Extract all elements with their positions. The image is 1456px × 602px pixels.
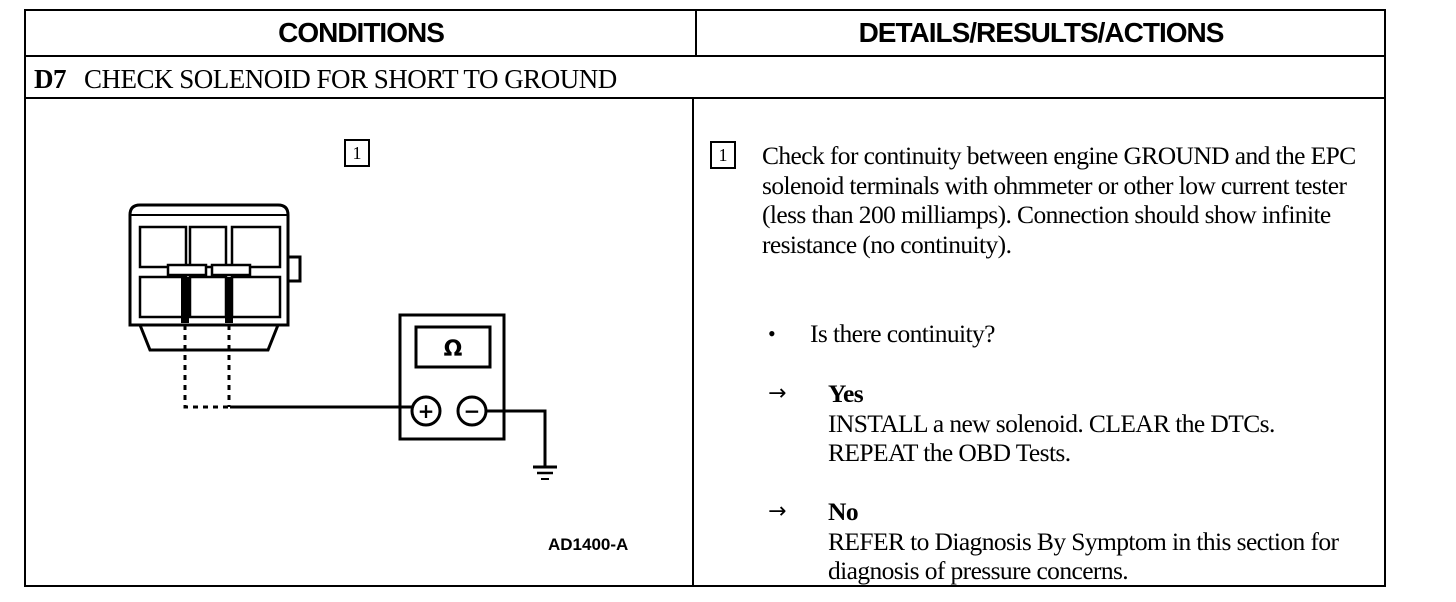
minus-terminal: − bbox=[464, 399, 481, 423]
probe-leads-dashed bbox=[183, 325, 231, 409]
step-title: CHECK SOLENOID FOR SHORT TO GROUND bbox=[84, 64, 617, 94]
yes-arrow-icon: → bbox=[768, 381, 787, 406]
test-probes bbox=[181, 277, 233, 323]
answer-yes-label: Yes bbox=[828, 379, 864, 408]
question-text: Is there continuity? bbox=[810, 319, 995, 348]
answer-yes: Yes INSTALL a new solenoid. CLEAR the DT… bbox=[828, 379, 1368, 468]
conditions-header: CONDITIONS bbox=[278, 17, 445, 48]
plus-terminal: + bbox=[418, 399, 435, 423]
body-divider bbox=[692, 97, 694, 585]
answer-yes-text: INSTALL a new solenoid. CLEAR the DTCs. … bbox=[828, 408, 1275, 468]
step-id: D7 bbox=[34, 64, 67, 94]
solenoid-ohmmeter-diagram: Ω + − bbox=[128, 203, 557, 480]
header-rule bbox=[26, 55, 1384, 57]
ohm-symbol: Ω bbox=[444, 337, 463, 362]
figure-label: AD1400-A bbox=[548, 535, 629, 554]
header-divider bbox=[695, 11, 697, 55]
instruction-text: Check for continuity between engine GROU… bbox=[762, 141, 1356, 259]
ohmmeter-icon: Ω + − bbox=[398, 313, 506, 441]
step-title-row: D7 CHECK SOLENOID FOR SHORT TO GROUND bbox=[34, 61, 617, 97]
figure-callout-box: 1 bbox=[344, 139, 370, 167]
step-rule bbox=[26, 97, 1384, 99]
details-header: DETAILS/RESULTS/ACTIONS bbox=[858, 17, 1225, 48]
details-callout-box: 1 bbox=[710, 141, 736, 169]
answer-no: No REFER to Diagnosis By Symptom in this… bbox=[828, 497, 1368, 586]
diagnostic-table: CONDITIONS DETAILS/RESULTS/ACTIONS D7 CHE… bbox=[24, 9, 1386, 587]
answer-no-label: No bbox=[828, 497, 859, 526]
no-arrow-icon: → bbox=[768, 499, 787, 524]
answer-no-text: REFER to Diagnosis By Symptom in this se… bbox=[828, 526, 1339, 586]
question-bullet: • bbox=[768, 321, 776, 346]
solenoid-connector-icon bbox=[128, 203, 302, 352]
ground-icon bbox=[486, 409, 557, 480]
